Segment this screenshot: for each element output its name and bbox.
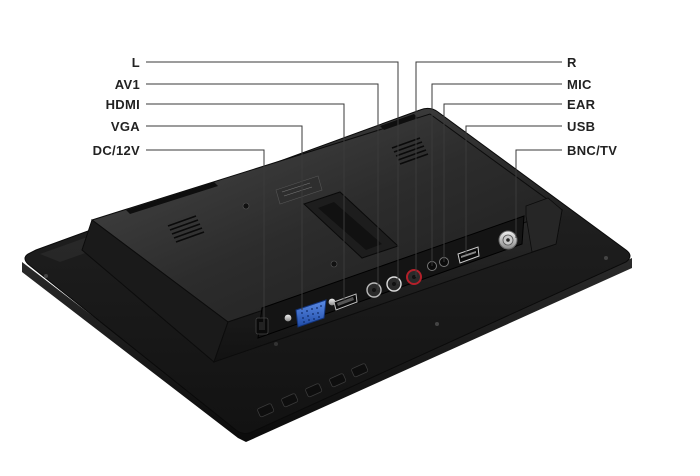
callout-vga: VGA (111, 119, 140, 134)
hdmi-port-icon (333, 293, 358, 311)
monitor-edge (22, 258, 632, 442)
screw-icon (435, 322, 439, 326)
callout-hdmi: HDMI (106, 97, 140, 112)
dc-jack-icon (255, 317, 269, 335)
callout-ear: EAR (567, 97, 596, 112)
callout-l: L (132, 55, 140, 70)
screw-icon (44, 274, 48, 278)
callout-usb: USB (567, 119, 595, 134)
callout-labels-right: R MIC EAR USB BNC/TV (567, 55, 617, 158)
screw-icon (274, 342, 278, 346)
callout-mic: MIC (567, 77, 592, 92)
vga-port-icon (284, 298, 336, 328)
screw-icon (242, 202, 250, 210)
side-buttons (257, 363, 369, 418)
screw-icon (330, 260, 338, 268)
callout-av1: AV1 (115, 77, 140, 92)
callout-labels-left: L AV1 HDMI VGA DC/12V (93, 55, 140, 158)
screw-icon (604, 256, 608, 260)
spec-label (275, 175, 323, 205)
leader-lines (146, 61, 562, 322)
callout-bnc-tv: BNC/TV (567, 143, 617, 158)
callout-r: R (567, 55, 577, 70)
callout-dc12v: DC/12V (93, 143, 140, 158)
vent-grille (167, 137, 429, 243)
bnc-connector-icon (498, 230, 518, 250)
usb-port-icon (457, 246, 480, 264)
ports (255, 230, 518, 335)
